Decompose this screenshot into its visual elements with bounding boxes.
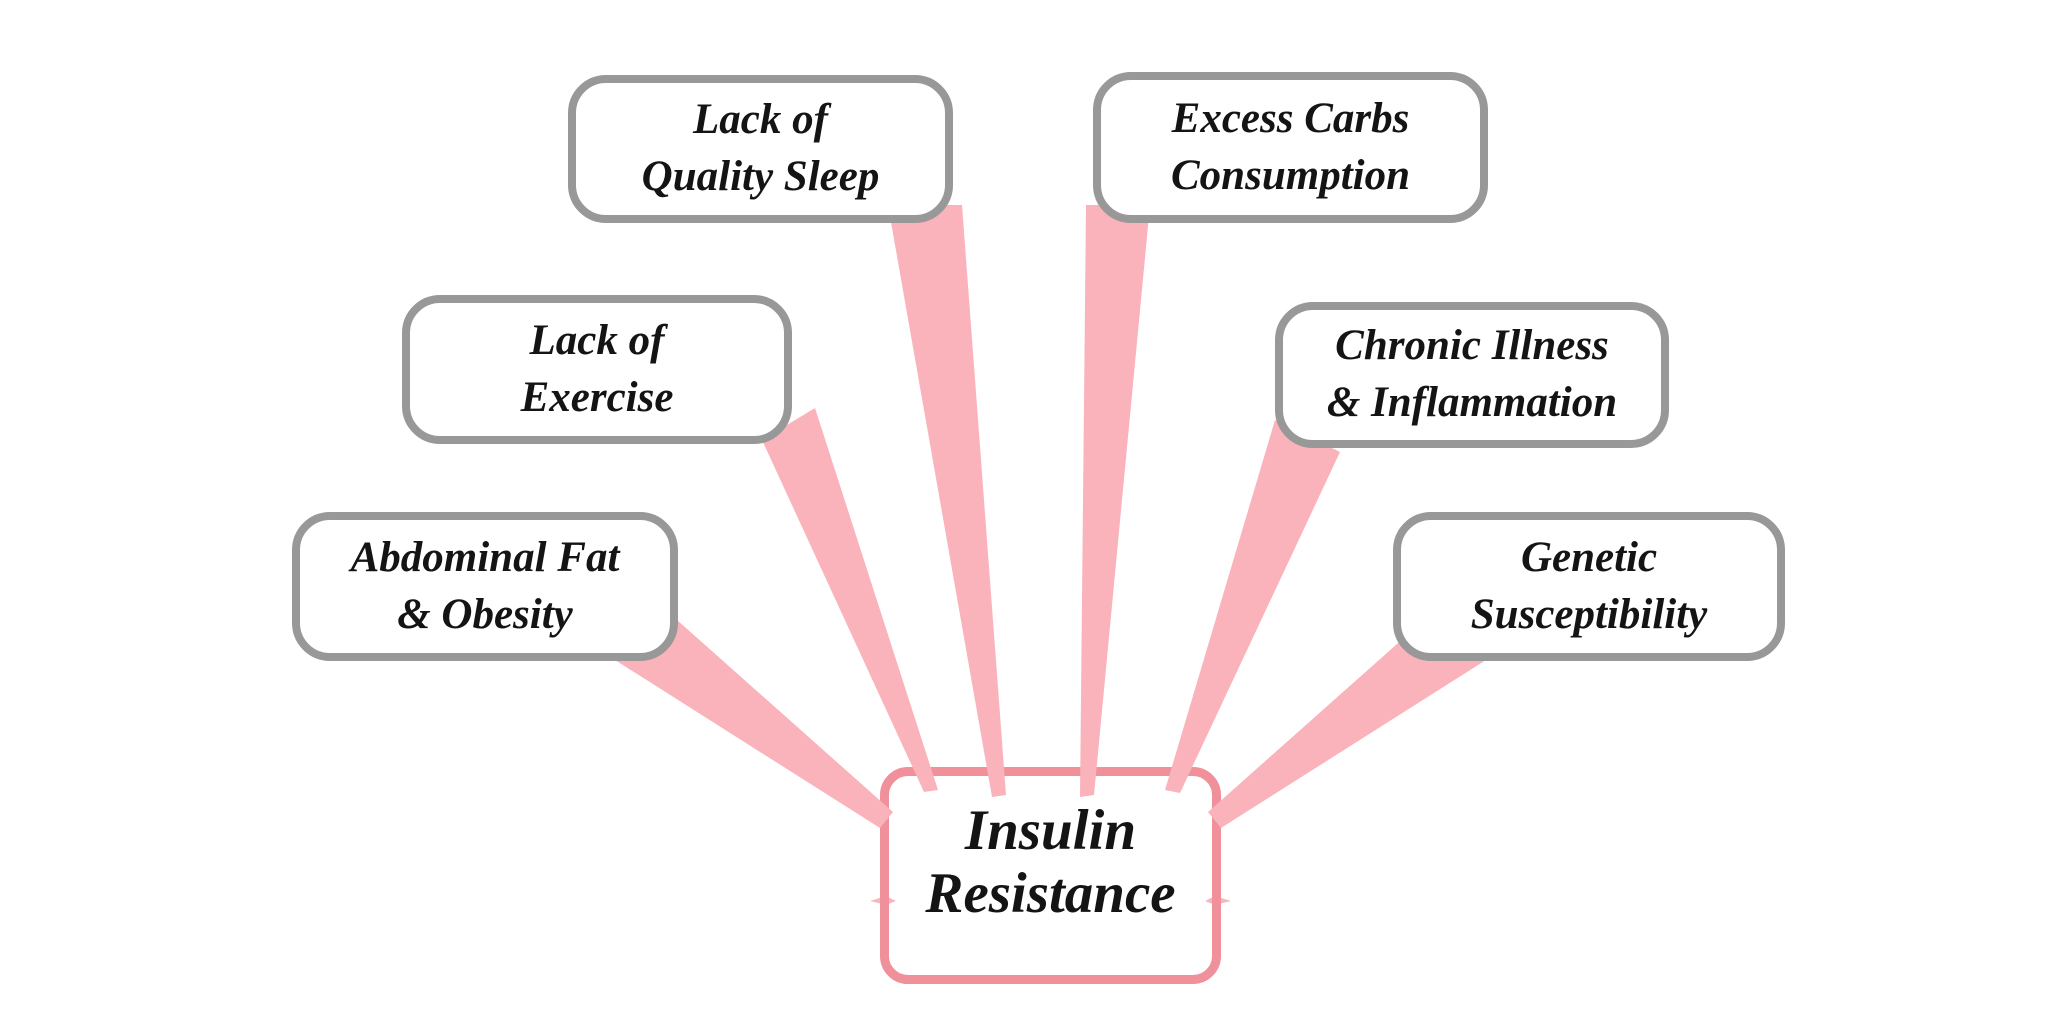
factor-node-abdominal-fat-obesity: Abdominal Fat & Obesity — [292, 512, 678, 661]
factor-node-chronic-illness-inflammation: Chronic Illness & Inflammation — [1275, 302, 1669, 448]
connector-excess-carbs-consumption — [1080, 205, 1150, 797]
center-node-insulin-resistance: Insulin Resistance — [880, 767, 1221, 984]
factor-node-excess-carbs-consumption: Excess Carbs Consumption — [1093, 72, 1488, 223]
factor-node-lack-of-quality-sleep: Lack of Quality Sleep — [568, 75, 953, 223]
connector-lack-of-exercise — [762, 408, 938, 792]
factor-node-lack-of-exercise: Lack of Exercise — [402, 295, 792, 444]
factor-label: Abdominal Fat & Obesity — [350, 533, 620, 638]
factor-label: Genetic Susceptibility — [1470, 533, 1708, 638]
connector-lack-of-quality-sleep — [888, 205, 1006, 797]
center-node-label: Insulin Resistance — [925, 799, 1176, 925]
factor-label: Chronic Illness & Inflammation — [1326, 322, 1618, 426]
factor-label: Excess Carbs Consumption — [1171, 94, 1410, 199]
factor-node-genetic-susceptibility: Genetic Susceptibility — [1393, 512, 1785, 661]
factor-label: Lack of Quality Sleep — [641, 96, 880, 200]
connector-chronic-illness-inflammation — [1165, 420, 1340, 793]
factor-label: Lack of Exercise — [520, 316, 674, 421]
